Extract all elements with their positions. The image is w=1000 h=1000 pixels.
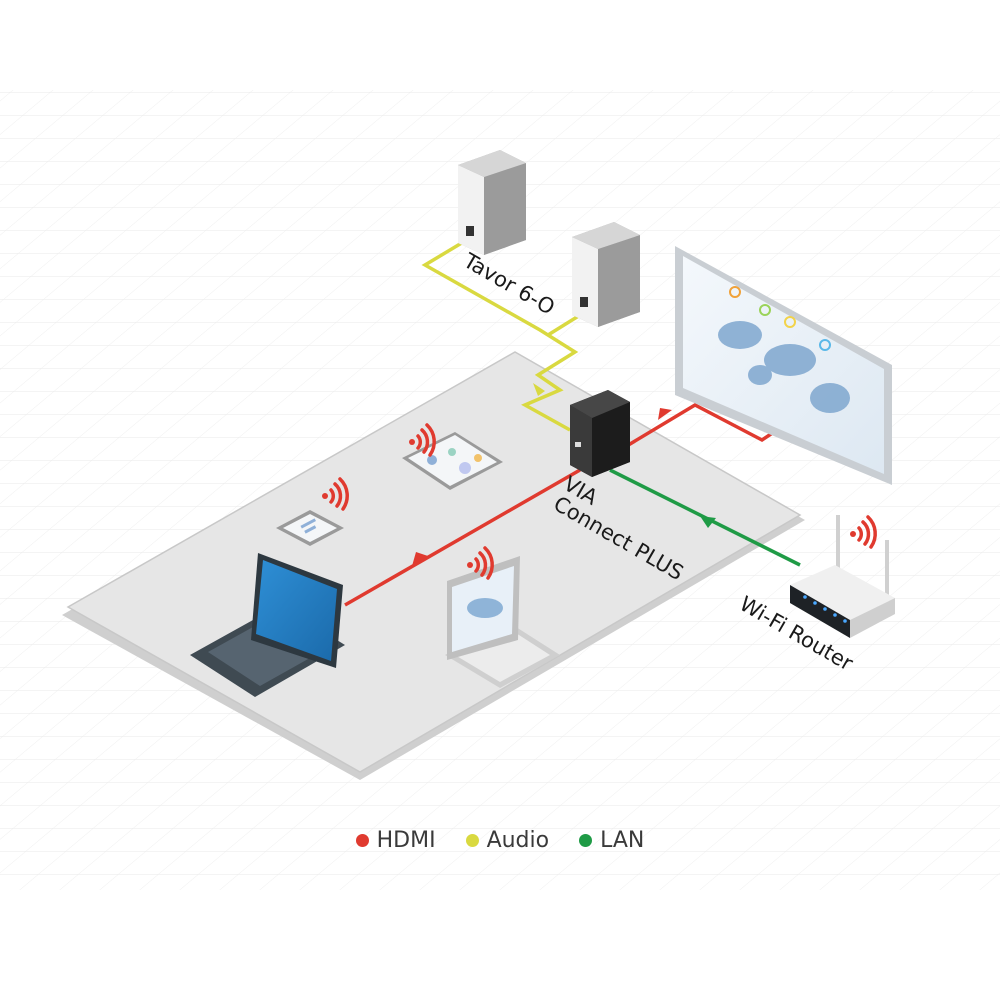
lan-arrow <box>700 516 716 528</box>
legend-item-hdmi: HDMI <box>355 828 436 853</box>
legend-label: LAN <box>600 828 645 853</box>
laptop-icon <box>445 556 560 688</box>
speaker-icon <box>572 222 640 327</box>
wifi-signal-icon <box>467 546 494 580</box>
hdmi-cable-laptop <box>344 468 581 607</box>
audio-cable-left-speaker <box>421 236 579 432</box>
legend-label: HDMI <box>376 828 436 853</box>
via-connect-plus-box-icon <box>570 390 630 477</box>
phone-icon <box>276 510 344 546</box>
wifi-signal-icon <box>409 423 436 457</box>
hdmi-dot-icon <box>355 834 369 847</box>
audio-dot-icon <box>465 834 479 847</box>
hdmi-arrow-laptop <box>412 552 428 566</box>
audio-arrow <box>533 383 545 396</box>
hdmi-arrow-display <box>658 408 672 420</box>
wifi-router-icon <box>790 515 895 638</box>
legend-item-audio: Audio <box>465 828 550 853</box>
wifi-signal-icon <box>850 515 877 549</box>
legend: HDMI Audio LAN <box>0 828 1000 853</box>
legend-label: Audio <box>486 828 550 853</box>
lan-dot-icon <box>579 834 593 847</box>
legend-item-lan: LAN <box>579 828 644 853</box>
speaker-icon <box>458 150 526 255</box>
display-icon <box>675 246 892 485</box>
laptop-icon <box>190 553 345 697</box>
wifi-signal-icon <box>322 477 349 511</box>
